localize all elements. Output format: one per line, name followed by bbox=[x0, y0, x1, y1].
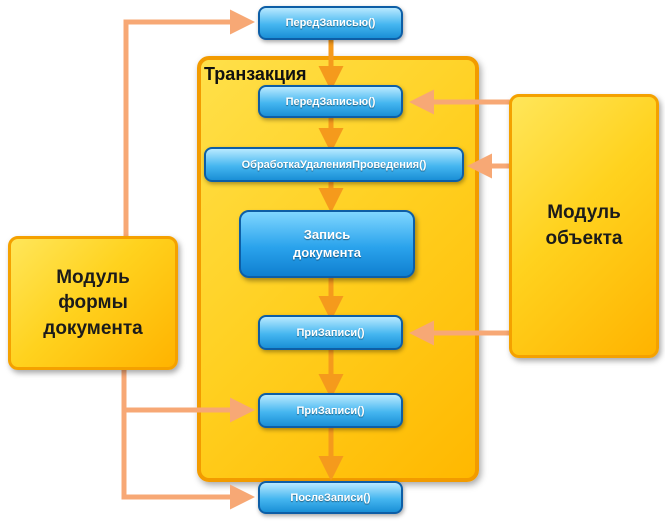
document-record-step: Запись документа bbox=[239, 210, 415, 278]
transaction-title: Транзакция bbox=[204, 64, 307, 84]
on-write-event-object: ПриЗаписи() bbox=[258, 315, 403, 350]
connector-form-to-before-write bbox=[123, 9, 255, 236]
before-write-event-outer: ПередЗаписью() bbox=[258, 6, 403, 40]
before-write-event-inner: ПередЗаписью() bbox=[258, 85, 403, 118]
delete-posting-processing-event: ОбработкаУдаленияПроведения() bbox=[204, 147, 464, 182]
form-module: Модуль формы документа bbox=[8, 236, 178, 370]
on-write-event-form: ПриЗаписи() bbox=[258, 393, 403, 428]
object-module: Модуль объекта bbox=[509, 94, 659, 358]
after-write-event: ПослеЗаписи() bbox=[258, 481, 403, 514]
connector-form-to-after-write bbox=[121, 410, 255, 510]
connector-form-to-on-write bbox=[121, 370, 255, 423]
